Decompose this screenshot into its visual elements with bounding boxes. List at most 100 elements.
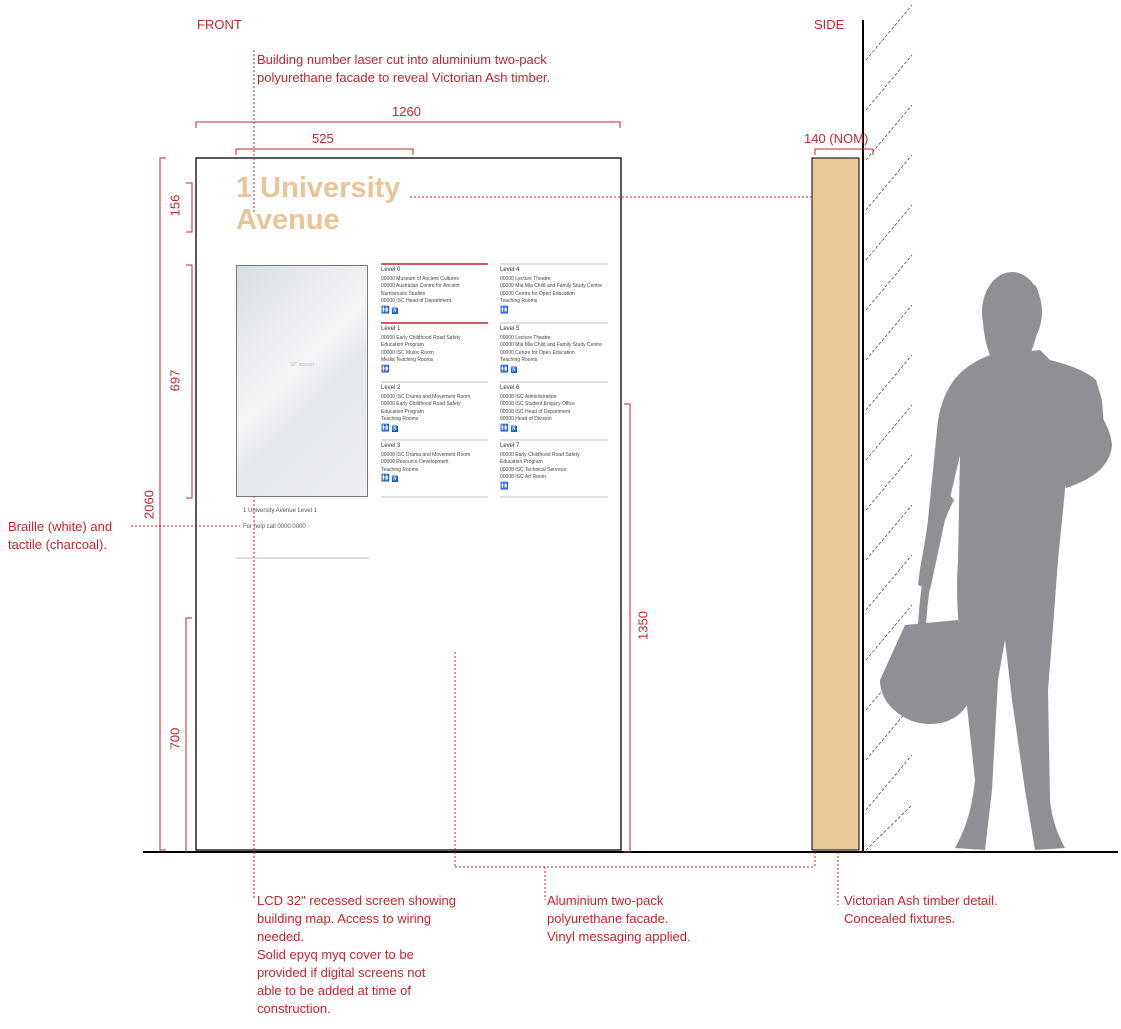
accessible-icon: ♿ <box>391 307 398 314</box>
dim-width-screen: 525 <box>312 131 334 146</box>
level-0: Level 0 00000 Museum of Ancient Cultures… <box>381 265 489 315</box>
level-row: 00000 Head of Division <box>500 416 552 423</box>
note-lcd-line6: able to be added at time of <box>257 983 411 998</box>
level-4: Level 4 00000 Lecture Theatre 00000 Mia … <box>500 265 608 315</box>
note-lcd-line7: construction. <box>257 1001 331 1016</box>
toilet-icon: 🚻 <box>500 424 509 432</box>
dim-height-bottom: 700 <box>167 727 183 750</box>
level-row: Teaching Rooms <box>500 357 538 364</box>
toilet-icon: 🚻 <box>500 482 509 490</box>
level-row: 00000 ISC Drama and Movement Room <box>381 393 471 400</box>
dim-height-screen: 697 <box>167 369 183 392</box>
sign-title: 1 University Avenue <box>236 172 400 236</box>
note-lcd-line3: needed. <box>257 929 304 944</box>
level-name: Level 5 <box>500 326 520 332</box>
level-row: Teaching Rooms <box>500 298 538 305</box>
level-row: 00000 ISC Head of Department <box>381 298 452 305</box>
note-timber-line1: Victorian Ash timber detail. <box>844 893 998 908</box>
accessible-icon: ♿ <box>391 476 398 483</box>
front-panel <box>195 157 622 851</box>
level-2: Level 2 00000 ISC Drama and Movement Roo… <box>381 383 489 433</box>
level-name: Level 6 <box>500 385 520 391</box>
level-name: Level 0 <box>381 267 401 273</box>
level-row: Numismatic Studies <box>381 290 426 297</box>
toilet-icon: 🚻 <box>500 365 509 373</box>
level-row: 00000 Australian Centre for Ancient <box>381 283 460 290</box>
level-5: Level 5 00000 Lecture Theatre 00000 Mia … <box>500 324 608 374</box>
level-row: 00000 ISC Art Room <box>500 474 546 481</box>
level-name: Level 4 <box>500 267 520 273</box>
level-name: Level 3 <box>381 443 401 449</box>
toilet-icon: 🚻 <box>500 306 509 314</box>
level-name: Level 7 <box>500 443 520 449</box>
toilet-icon: 🚻 <box>381 424 390 432</box>
level-row: 00000 Centre for Open Education <box>500 349 575 356</box>
level-row: 00000 Mia Mia Child and Family Study Cen… <box>500 342 602 349</box>
level-row: 00000 Lecture Theatre <box>500 334 551 341</box>
sign-help: For help call 0000 0000 <box>243 524 306 530</box>
wall-hatching <box>865 4 913 851</box>
level-1: Level 1 00000 Early Childhood Road Safet… <box>381 324 489 374</box>
level-name: Level 1 <box>381 326 401 332</box>
level-separators <box>236 263 608 559</box>
note-lcd-line1: LCD 32" recessed screen showing <box>257 893 456 908</box>
level-row: Media Teaching Rooms <box>381 357 434 364</box>
front-heading: FRONT <box>197 17 242 32</box>
dim-height-total: 2060 <box>141 490 157 519</box>
dimension-lines <box>159 121 874 853</box>
accessible-icon: ♿ <box>510 366 517 373</box>
side-heading: SIDE <box>814 17 845 32</box>
note-braille-line1: Braille (white) and <box>8 519 113 534</box>
level-row: 00000 ISC Music Room <box>381 349 434 356</box>
level-7: Level 7 00000 Early Childhood Road Safet… <box>500 441 608 491</box>
note-aluminium-line3: Vinyl messaging applied. <box>547 929 691 944</box>
sign-title-line1: 1 University <box>236 172 401 204</box>
toilet-icon: 🚻 <box>381 306 390 314</box>
note-aluminium-line2: polyurethane facade. <box>547 911 669 926</box>
lcd-screen: 32" screen <box>236 265 368 497</box>
level-row: 00000 Early Childhood Road Safety <box>381 334 461 341</box>
note-lcd-line2: building map. Access to wiring <box>257 911 432 926</box>
level-row: 00000 ISC Student Enquiry Office <box>500 401 575 408</box>
note-lcd-line4: Solid epyq myq cover to be <box>257 947 414 962</box>
level-row: Education Program <box>381 408 424 415</box>
dim-width-total: 1260 <box>392 104 421 119</box>
level-row: Education Program <box>500 459 543 466</box>
level-row: 00000 ISC Technical Services <box>500 466 567 473</box>
note-braille-line2: tactile (charcoal). <box>8 537 107 552</box>
note-building-number-line2: polyurethane facade to reveal Victorian … <box>257 70 551 85</box>
human-silhouette <box>880 272 1112 850</box>
level-row: 00000 Early Childhood Road Safety <box>500 451 580 458</box>
accessible-icon: ♿ <box>510 425 517 432</box>
level-row: 00000 ISC Drama and Movement Room <box>381 451 471 458</box>
screen-label: 32" screen <box>290 362 314 368</box>
level-row: Education Program <box>381 342 424 349</box>
dim-height-title: 156 <box>167 194 183 217</box>
sign-title-line2: Avenue <box>236 204 340 236</box>
level-row: 00000 ISC Head of Department <box>500 408 571 415</box>
note-aluminium-line1: Aluminium two-pack <box>547 893 664 908</box>
leader-lines <box>131 50 839 905</box>
toilet-icon: 🚻 <box>381 365 390 373</box>
note-lcd-line5: provided if digital screens not <box>257 965 426 980</box>
level-row: 00000 ISC Administration <box>500 393 557 400</box>
level-name: Level 2 <box>381 385 401 391</box>
dim-depth-side: 140 (NOM) <box>804 131 869 146</box>
level-3: Level 3 00000 ISC Drama and Movement Roo… <box>381 441 489 483</box>
level-row: 00000 Centre for Open Education <box>500 290 575 297</box>
level-row: 00000 Resource Development <box>381 459 449 466</box>
level-row: Teaching Rooms <box>381 416 419 423</box>
toilet-icon: 🚻 <box>381 475 390 483</box>
level-row: Teaching Rooms <box>381 466 419 473</box>
level-row: 00000 Mia Mia Child and Family Study Cen… <box>500 283 602 290</box>
level-row: 00000 Lecture Theatre <box>500 275 551 282</box>
level-6: Level 6 00000 ISC Administration 00000 I… <box>500 383 608 433</box>
note-building-number-line1: Building number laser cut into aluminium… <box>257 52 547 67</box>
level-row: 00000 Early Childhood Road Safety <box>381 401 461 408</box>
side-timber <box>811 157 860 851</box>
accessible-icon: ♿ <box>391 425 398 432</box>
dim-height-panel: 1350 <box>635 611 651 640</box>
sign-address: 1 University Avenue Level 1 <box>243 508 317 514</box>
note-timber-line2: Concealed fixtures. <box>844 911 956 926</box>
